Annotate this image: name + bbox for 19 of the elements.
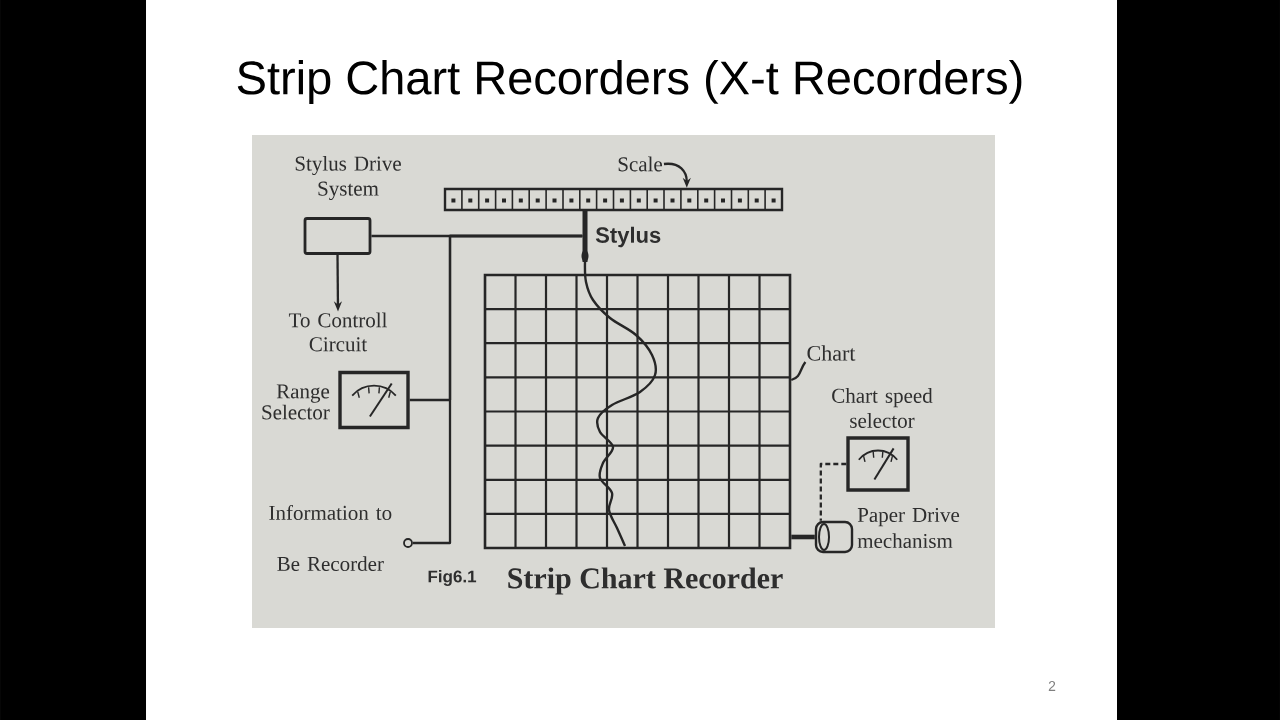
component-label: Chart xyxy=(807,345,856,361)
slide-title: Strip Chart Recorders (X-t Recorders) xyxy=(237,60,1022,104)
figure-caption: Strip Chart Recorder xyxy=(508,567,783,595)
slide-number: 2 xyxy=(1048,681,1056,691)
component-label: Stylus xyxy=(595,226,661,248)
connector-line xyxy=(819,462,847,521)
component-label: Range Selector xyxy=(262,384,330,420)
component-label: Scale xyxy=(618,156,663,172)
scale-bar xyxy=(443,187,784,212)
chart-grid xyxy=(483,273,792,550)
figure-number: Fig6.1 xyxy=(428,570,477,586)
connector-line xyxy=(409,234,583,402)
component-label: Chart speed selector xyxy=(832,388,933,428)
component-label: Paper Drive mechanism xyxy=(857,507,960,549)
drive-shaft xyxy=(791,534,815,540)
component-label: Information to Be Recorder xyxy=(269,505,392,571)
component-label: To Controll Circuit xyxy=(288,312,387,352)
component-label: Stylus Drive System xyxy=(295,155,401,201)
leader-line xyxy=(790,361,807,382)
